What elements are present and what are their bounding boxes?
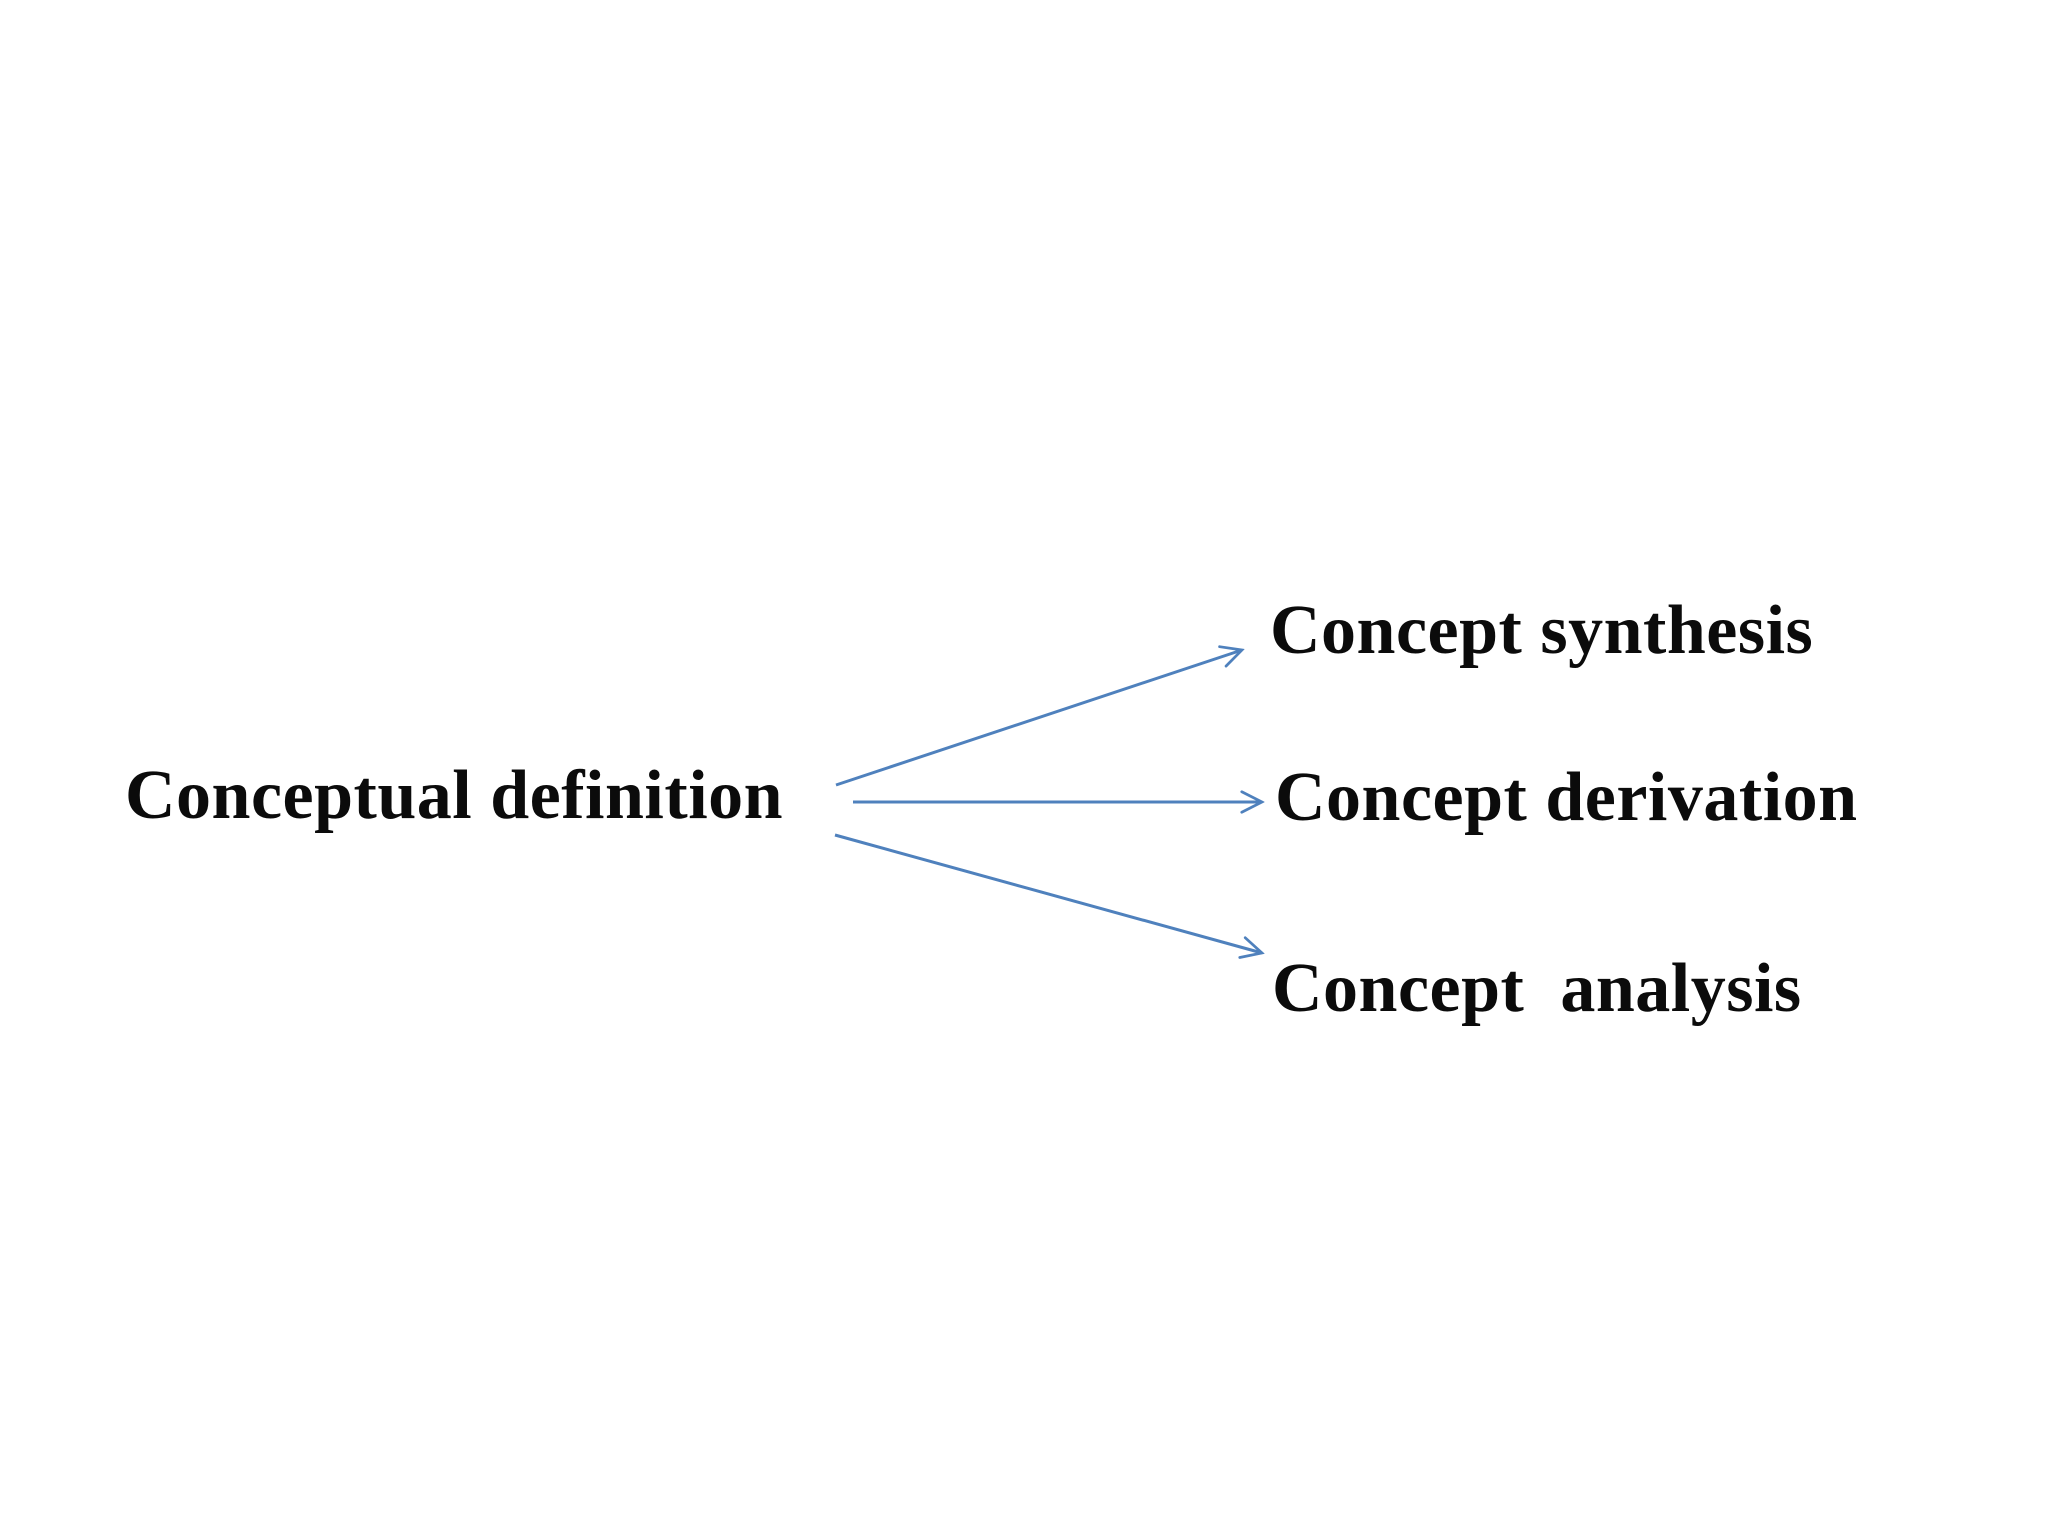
node-concept-analysis: Concept analysis: [1272, 950, 1802, 1027]
node-concept-synthesis: Concept synthesis: [1270, 592, 1814, 669]
node-conceptual-definition: Conceptual definition: [125, 757, 784, 834]
arrow-connector: [835, 650, 1242, 787]
node-concept-derivation: Concept derivation: [1275, 759, 1858, 836]
arrow-connector: [834, 833, 1262, 953]
